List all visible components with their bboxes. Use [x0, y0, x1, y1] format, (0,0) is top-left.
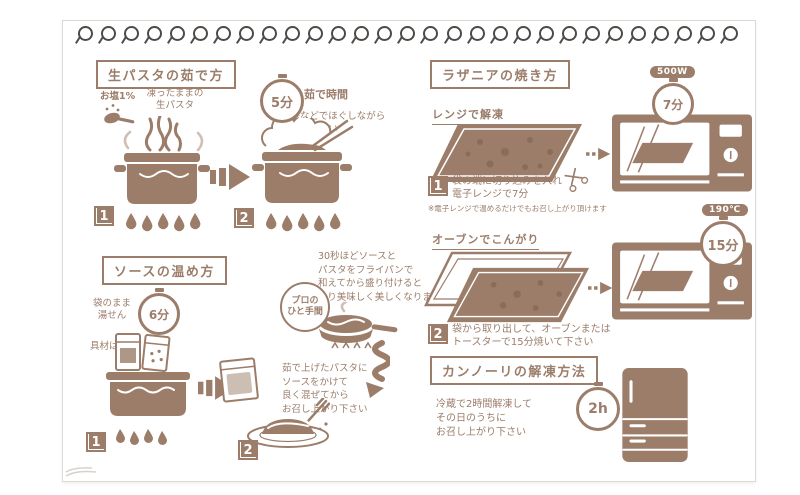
- spiral-ring-icon: [262, 26, 278, 41]
- cannoli-note: 冷蔵で2時間解凍して その日のうちに お召し上がり下さい: [436, 399, 533, 438]
- timer-button-icon: [154, 288, 164, 292]
- boil-timer-value: 5分: [270, 95, 294, 111]
- timer-button-icon: [718, 216, 728, 220]
- lasagna-fine-print: ※電子レンジで温めるだけでもお召し上がり頂けます: [428, 204, 607, 213]
- spiral-ring-icon: [377, 26, 393, 41]
- sauce-timer-icon: 6分: [138, 288, 180, 335]
- spiral-ring-icon: [492, 26, 508, 41]
- spiral-ring-icon: [446, 26, 462, 41]
- lasagna-step-1-badge: 1: [428, 176, 448, 196]
- sauce-step-2-badge: 2: [238, 440, 258, 460]
- cannoli-timer-icon: 2h: [576, 382, 620, 431]
- spiral-ring-icon: [630, 26, 646, 41]
- spiral-ring-icon: [561, 26, 577, 41]
- microwave-timer-value: 7分: [662, 97, 684, 112]
- spiral-ring-icon: [400, 26, 416, 41]
- pro-tip-badge: プロの ひと手間: [280, 282, 330, 332]
- bag-label: 袋のまま 湯せん: [92, 298, 131, 321]
- boil-timer-caption: 茹で時間: [304, 88, 348, 101]
- oven-heading: オーブンでこんがり: [432, 231, 540, 250]
- pro-tip-note: 30秒ほどソースと パスタをフライパンで 和えてから盛り付けると より美味しく美…: [318, 251, 442, 303]
- page-stack-curl-icon: [65, 467, 97, 477]
- spiral-ring-icon: [285, 26, 301, 41]
- oven-temp-tag: 190℃: [702, 204, 748, 216]
- spiral-ring-icon: [676, 26, 692, 41]
- lasagna-step-2-text: 袋から取り出して、オーブンまたは トースターで15分焼いて下さい: [452, 324, 611, 348]
- lasagna-step-2-badge: 2: [428, 324, 448, 344]
- timer-button-icon: [277, 74, 287, 78]
- spiral-ring-icon: [331, 26, 347, 41]
- sauce-step-1-badge: 1: [86, 432, 106, 452]
- arrow-right-icon: [210, 164, 250, 190]
- spiral-ring-icon: [653, 26, 669, 41]
- frying-pan-icon: [318, 302, 398, 349]
- spiral-ring-icon: [607, 26, 623, 41]
- spiral-ring-icon: [538, 26, 554, 41]
- lasagna-step-1-text: 袋の端に切り込みを入れ 電子レンジで7分: [452, 176, 562, 200]
- refrigerator-icon: [622, 368, 688, 462]
- flame-row-icon: [116, 429, 167, 445]
- boil-step-2-badge: 2: [234, 208, 254, 228]
- boil-section-title: 生パスタの茹で方: [96, 60, 237, 89]
- spiral-ring-icon: [308, 26, 324, 41]
- spiral-ring-icon: [193, 26, 209, 41]
- spiral-ring-icon: [216, 26, 232, 41]
- spiral-ring-icon: [722, 26, 738, 41]
- sauce-section-title: ソースの温め方: [102, 256, 227, 285]
- lasagna-tray-icon: [446, 267, 590, 323]
- spiral-ring-icon: [124, 26, 140, 41]
- spiral-ring-icon: [147, 26, 163, 41]
- salt-label: お塩1%: [100, 91, 136, 102]
- boil-step-1-badge: 1: [94, 206, 114, 226]
- salt-spoon-icon: [104, 104, 135, 124]
- oven-timer-icon: 15分: [700, 216, 746, 267]
- spiral-ring-icon: [101, 26, 117, 41]
- spiral-ring-icon: [699, 26, 715, 41]
- lasagna-section-title: ラザニアの焼き方: [430, 60, 571, 89]
- sauce-timer-value: 6分: [148, 307, 170, 322]
- microwave-power-tag: 500W: [650, 66, 695, 78]
- spiral-ring-icon: [469, 26, 485, 41]
- spiral-ring-icon: [584, 26, 600, 41]
- plate-with-pasta-icon: [247, 398, 331, 448]
- cannoli-timer-value: 2h: [588, 401, 608, 417]
- spiral-ring-icon: [239, 26, 255, 41]
- squiggle-arrow-down-icon: [366, 340, 390, 398]
- timer-button-icon: [668, 78, 678, 82]
- microwave-icon: [612, 114, 752, 192]
- pot-boiling-pasta-icon: [114, 116, 210, 204]
- pot-with-sauce-pouches-icon: [106, 333, 190, 416]
- cannoli-section-title: カンノーリの解凍方法: [430, 356, 599, 385]
- flame-row-icon: [126, 213, 201, 232]
- spiral-binding: [78, 26, 738, 42]
- timer-button-icon: [593, 382, 603, 386]
- serve-note: 茹で上げたパスタに ソースをかけて 良く混ぜてから お召し上がり下さい: [282, 363, 368, 415]
- sauce-packet-icon: [219, 357, 259, 403]
- spiral-ring-icon: [423, 26, 439, 41]
- spiral-ring-icon: [515, 26, 531, 41]
- lasagna-tray-icon: [430, 124, 582, 182]
- oven-timer-value: 15分: [707, 238, 739, 254]
- microwave-timer-icon: 7分: [652, 78, 694, 125]
- scissors-icon: [564, 167, 589, 193]
- boil-timer-icon: 5分: [260, 74, 304, 123]
- flame-row-icon: [266, 213, 341, 232]
- spiral-ring-icon: [354, 26, 370, 41]
- pot-stirring-chopsticks-icon: [252, 118, 354, 203]
- spiral-ring-icon: [78, 26, 93, 41]
- spiral-ring-icon: [170, 26, 186, 41]
- dashed-arrow-right-icon: [586, 147, 611, 161]
- frozen-pasta-label: 凍ったままの 生パスタ: [146, 88, 204, 111]
- dashed-arrow-right-icon: [588, 281, 613, 295]
- ingredients-label: 具材は3分: [90, 341, 135, 352]
